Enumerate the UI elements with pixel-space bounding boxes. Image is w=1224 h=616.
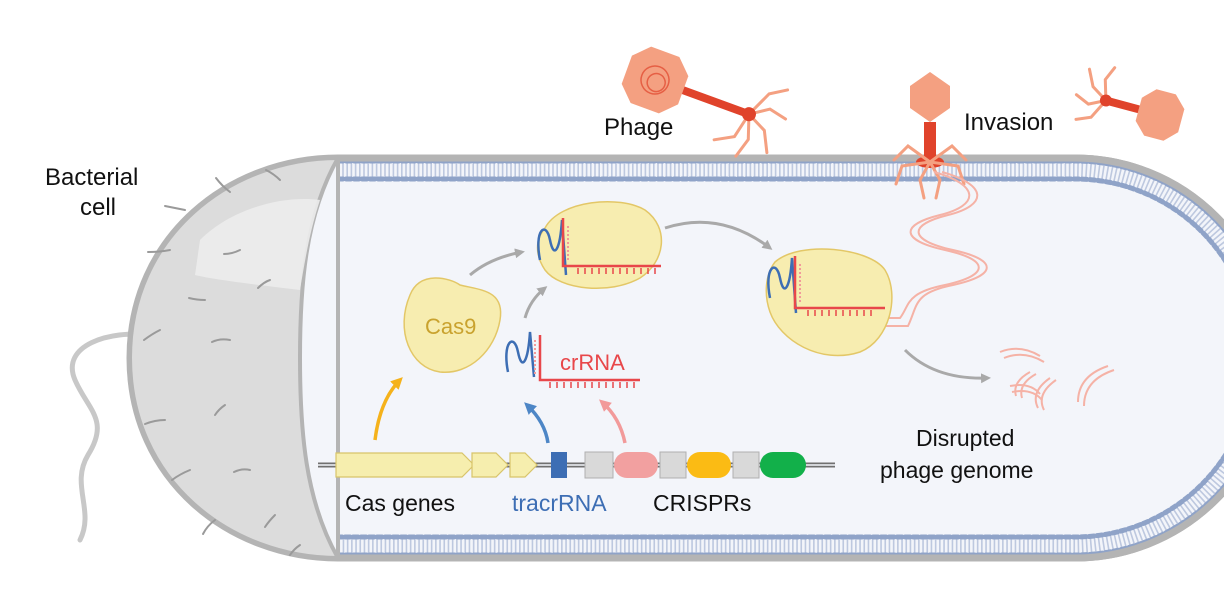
label-bacterial: Bacterial — [45, 164, 138, 191]
label-phage: Phage — [604, 114, 673, 141]
tracrrna-gene — [551, 452, 567, 478]
cas9-complex-icon — [765, 248, 893, 357]
spacer-1 — [614, 452, 658, 478]
spacer-2 — [687, 452, 731, 478]
phage-dna — [870, 171, 988, 327]
arrow-complex-to-target — [664, 220, 773, 250]
spacer-3 — [760, 452, 806, 478]
label-cas-genes: Cas genes — [345, 490, 455, 516]
label-cas9: Cas9 — [425, 314, 476, 339]
phage-icon — [1074, 66, 1185, 141]
label-tracrrna: tracrRNA — [512, 490, 607, 516]
cas9-complex-icon — [536, 201, 662, 289]
repeat-1 — [584, 451, 614, 479]
arrow-rna-to-complex — [523, 286, 548, 319]
disrupted-phage-genome — [999, 347, 1115, 411]
arrow-cas-genes — [373, 377, 403, 441]
label-disrupted: Disrupted — [916, 425, 1014, 451]
repeat-3 — [732, 451, 760, 479]
label-crisprs: CRISPRs — [653, 490, 751, 516]
arrow-crrna — [599, 399, 627, 444]
cas-gene-3 — [509, 452, 538, 478]
arrow-tracrrna — [524, 402, 550, 444]
arrow-to-disruption — [903, 348, 991, 384]
label-invasion: Invasion — [964, 109, 1053, 136]
phage-icon — [621, 46, 790, 158]
pili-icon — [143, 169, 301, 556]
crispr-locus — [318, 451, 835, 479]
cas9-protein — [403, 277, 502, 373]
phage-icon — [892, 72, 968, 200]
label-phage-genome: phage genome — [880, 457, 1033, 483]
guide-rna — [505, 331, 640, 388]
cas-gene-2 — [471, 452, 509, 478]
repeat-2 — [659, 451, 687, 479]
arrow-cas9-to-complex — [469, 248, 525, 277]
cas-gene-1 — [335, 452, 475, 478]
flagellum-icon — [70, 331, 153, 543]
label-crrna: crRNA — [560, 350, 625, 375]
pole-highlight — [195, 199, 320, 290]
label-cell: cell — [80, 194, 116, 221]
